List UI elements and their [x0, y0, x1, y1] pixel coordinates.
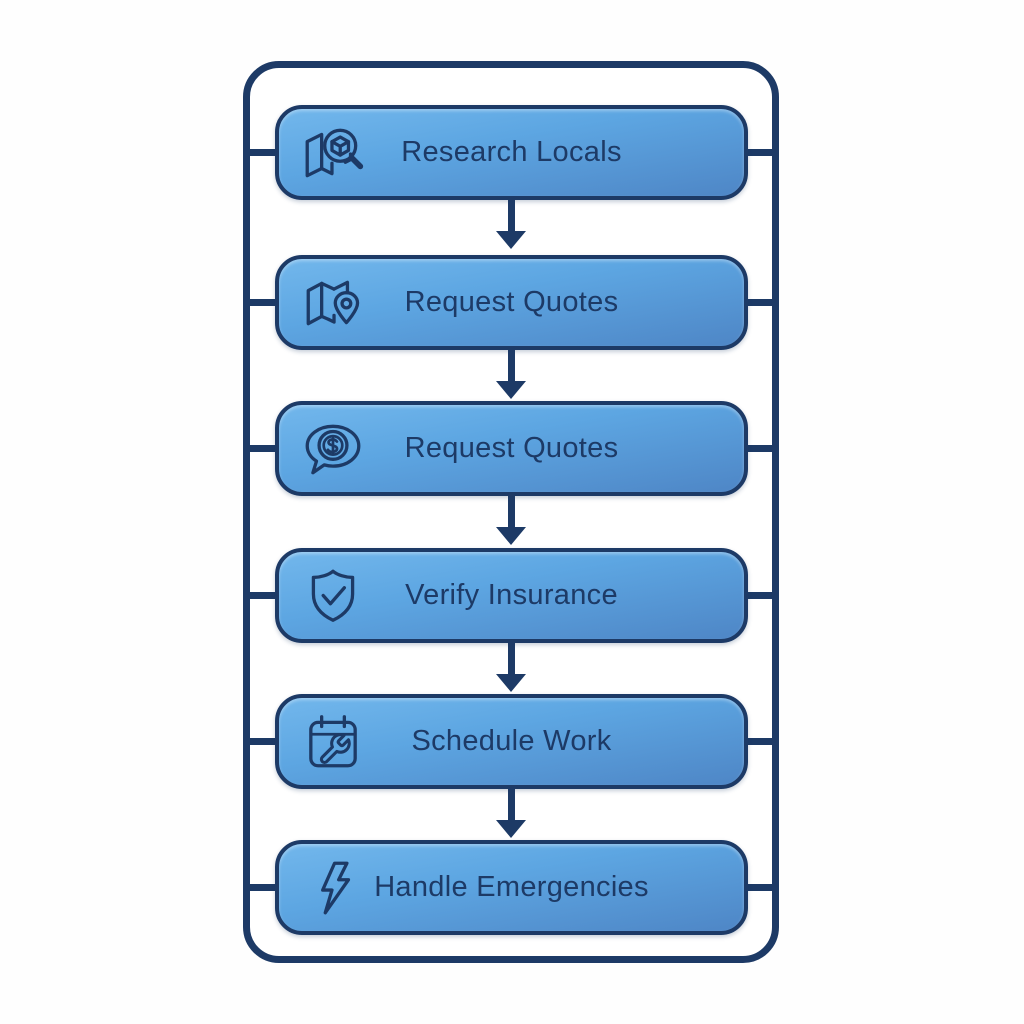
- left-connector-line: [243, 445, 275, 452]
- step-label: Schedule Work: [411, 725, 612, 757]
- chat-bubble-dollar-icon: [300, 416, 366, 482]
- arrow-stem: [507, 496, 515, 527]
- arrow-head: [496, 674, 526, 692]
- map-location-pin-icon: [300, 270, 366, 336]
- arrow-stem: [507, 200, 515, 231]
- step-box: Verify Insurance: [275, 548, 748, 643]
- lightning-bolt-icon: [300, 855, 366, 921]
- step-request-quotes-map: Request Quotes: [243, 255, 779, 350]
- step-label: Request Quotes: [404, 286, 619, 318]
- step-request-quotes-chat: Request Quotes: [243, 401, 779, 496]
- step-label: Research Locals: [401, 136, 622, 168]
- right-connector-line: [748, 884, 779, 891]
- arrow-head: [496, 527, 526, 545]
- step-research-locals: Research Locals: [243, 105, 779, 200]
- down-arrow: [486, 496, 536, 551]
- step-label: Request Quotes: [404, 432, 619, 464]
- step-box: Research Locals: [275, 105, 748, 200]
- right-connector-line: [748, 149, 779, 156]
- step-handle-emergencies: Handle Emergencies: [243, 840, 779, 935]
- step-box: Schedule Work: [275, 694, 748, 789]
- right-connector-line: [748, 445, 779, 452]
- down-arrow: [486, 200, 536, 255]
- shield-checkmark-icon: [300, 563, 366, 629]
- arrow-head: [496, 820, 526, 838]
- arrow-stem: [507, 350, 515, 381]
- arrow-head: [496, 381, 526, 399]
- step-box: Request Quotes: [275, 401, 748, 496]
- left-connector-line: [243, 299, 275, 306]
- arrow-stem: [507, 643, 515, 674]
- map-magnifier-cube-icon: [300, 120, 366, 186]
- step-verify-insurance: Verify Insurance: [243, 548, 779, 643]
- arrow-head: [496, 231, 526, 249]
- left-connector-line: [243, 884, 275, 891]
- flowchart-outer-frame: Research Locals: [243, 61, 779, 963]
- right-connector-line: [748, 299, 779, 306]
- down-arrow: [486, 350, 536, 405]
- step-label: Verify Insurance: [405, 579, 618, 611]
- right-connector-line: [748, 738, 779, 745]
- right-connector-line: [748, 592, 779, 599]
- flowchart-frame-inner: Research Locals: [243, 68, 779, 956]
- calendar-wrench-icon: [300, 709, 366, 775]
- left-connector-line: [243, 592, 275, 599]
- step-box: Handle Emergencies: [275, 840, 748, 935]
- step-schedule-work: Schedule Work: [243, 694, 779, 789]
- step-label: Handle Emergencies: [374, 871, 649, 903]
- down-arrow: [486, 643, 536, 698]
- down-arrow: [486, 789, 536, 844]
- arrow-stem: [507, 789, 515, 820]
- step-box: Request Quotes: [275, 255, 748, 350]
- left-connector-line: [243, 149, 275, 156]
- left-connector-line: [243, 738, 275, 745]
